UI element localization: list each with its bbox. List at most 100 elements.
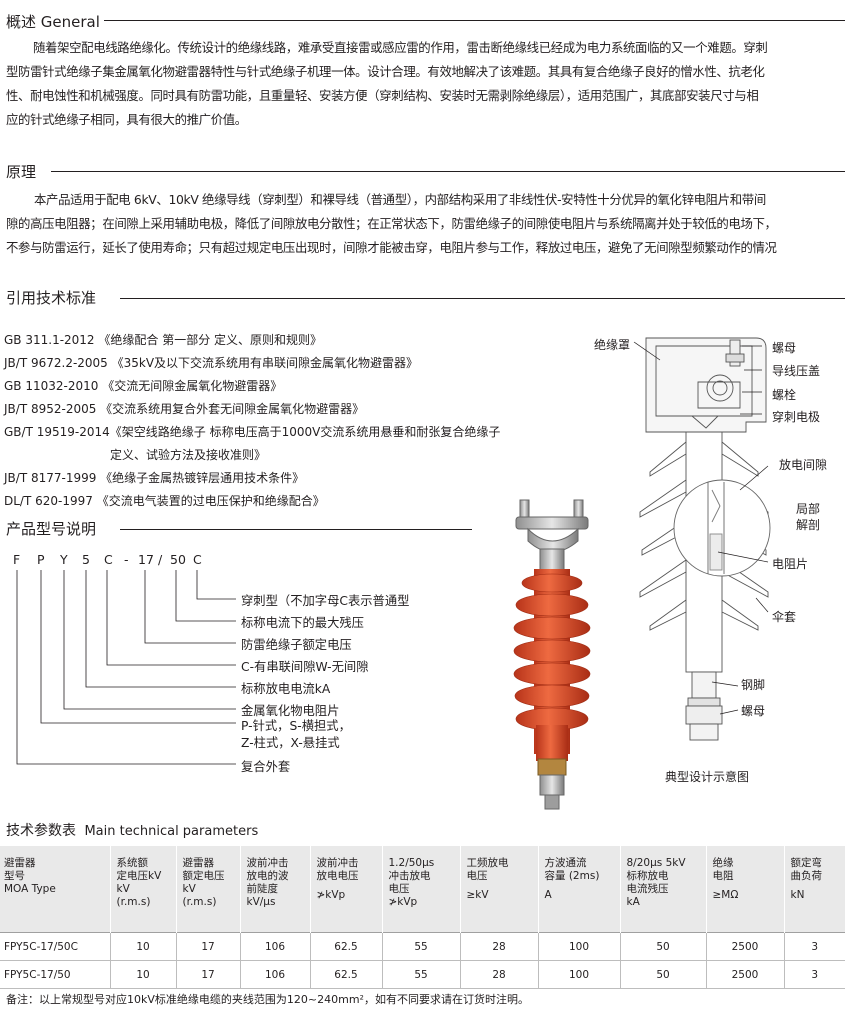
label-steel-foot: 钢脚 bbox=[741, 678, 766, 692]
table-cell: 2500 bbox=[705, 960, 784, 989]
table-cell: 28 bbox=[459, 960, 538, 989]
section-rule bbox=[104, 20, 845, 21]
code-letter-c2: C bbox=[193, 552, 202, 567]
code-letter-p: P bbox=[37, 552, 45, 567]
table-cell: 106 bbox=[239, 960, 310, 989]
label-insulating-cover: 绝缘罩 bbox=[594, 338, 631, 352]
label-bolt: 螺栓 bbox=[772, 388, 797, 402]
section-title-model: 产品型号说明 bbox=[6, 520, 97, 538]
table-cell: 3 bbox=[783, 960, 845, 989]
section-rule bbox=[120, 529, 472, 530]
model-code-connector-lines bbox=[16, 570, 236, 765]
code-label: 复合外套 bbox=[241, 760, 291, 774]
label-local-section: 解剖 bbox=[796, 518, 821, 532]
paragraph-line: 性、耐电蚀性和机械强度。同时具有防雷功能，且重量轻、安装方便（穿刺结构、安装时无… bbox=[6, 88, 759, 103]
table-row: FPY5C-17/50C 10 17 106 62.5 55 28 100 50… bbox=[0, 932, 845, 961]
code-label: P-针式，S-横担式， bbox=[241, 719, 351, 733]
paragraph-line: 型防雷针式绝缘子集金属氧化物避雷器特性与针式绝缘子机理一体。设计合理。有效地解决… bbox=[6, 64, 765, 79]
table-cell: 3 bbox=[783, 932, 845, 961]
standard-item: JB/T 9672.2-2005 《35kV及以下交流系统用有串联间隙金属氧化物… bbox=[4, 356, 419, 370]
section-title-principle: 原理 bbox=[6, 163, 37, 181]
section-title-standards: 引用技术标准 bbox=[6, 289, 97, 307]
section-title-general: 概述 General bbox=[6, 13, 100, 31]
code-label: 标称放电电流kA bbox=[241, 682, 331, 696]
standard-item: JB/T 8952-2005 《交流系统用复合外套无间隙金属氧化物避雷器》 bbox=[4, 402, 365, 416]
paragraph-line: 不参与防雷运行，延长了使用寿命；只有超过规定电压出现时，间隙才能被击穿，电阻片参… bbox=[6, 240, 777, 255]
params-title-cn: 技术参数表 bbox=[6, 823, 76, 839]
label-piercing-electrode: 穿刺电极 bbox=[772, 410, 821, 424]
table-cell: FPY5C-17/50 bbox=[0, 960, 110, 989]
table-header-cell: 绝缘电阻≥MΩ bbox=[705, 846, 784, 933]
table-cell: 62.5 bbox=[309, 932, 382, 961]
standard-item: 定义、试验方法及接收准则》 bbox=[110, 448, 267, 462]
code-label: 防雷绝缘子额定电压 bbox=[241, 638, 352, 652]
table-cell: 55 bbox=[381, 932, 460, 961]
standard-item: GB 11032-2010 《交流无间隙金属氧化物避雷器》 bbox=[4, 379, 283, 393]
table-cell: 2500 bbox=[705, 932, 784, 961]
insulator-photo bbox=[513, 499, 591, 810]
section-rule bbox=[120, 298, 845, 299]
diagram-caption: 典型设计示意图 bbox=[665, 770, 750, 784]
table-cell: 62.5 bbox=[309, 960, 382, 989]
code-17: 17 bbox=[138, 552, 154, 567]
label-umbrella-skirt: 伞套 bbox=[772, 610, 797, 624]
paragraph-line: 隙的高压电阻器；在间隙上采用辅助电极，降低了间隙放电分散性；在正常状态下，防雷绝… bbox=[6, 216, 777, 231]
table-cell: 106 bbox=[239, 932, 310, 961]
paragraph-line: 随着架空配电线路绝缘化。传统设计的绝缘线路，难承受直接雷或感应雷的作用，雷击断绝… bbox=[33, 40, 768, 55]
table-cell: 17 bbox=[175, 960, 240, 989]
code-dash: - bbox=[124, 552, 129, 567]
table-header-cell: 工频放电电压≥kV bbox=[459, 846, 538, 933]
table-cell: 100 bbox=[537, 960, 620, 989]
table-cell: 17 bbox=[175, 932, 240, 961]
standard-item: GB 311.1-2012 《绝缘配合 第一部分 定义、原则和规则》 bbox=[4, 333, 323, 347]
table-note: 备注：以上常规型号对应10kV标准绝缘电缆的夹线范围为120~240mm²，如有… bbox=[6, 993, 529, 1006]
label-clamp-cover: 导线压盖 bbox=[772, 364, 821, 378]
table-cell: 28 bbox=[459, 932, 538, 961]
section-rule bbox=[51, 171, 845, 172]
table-cell: 50 bbox=[619, 960, 706, 989]
code-letter-f: F bbox=[13, 552, 21, 567]
label-nut-top: 螺母 bbox=[772, 341, 797, 355]
label-discharge-gap: 放电间隙 bbox=[779, 458, 828, 472]
label-resistor: 电阻片 bbox=[772, 557, 809, 571]
code-50: 50 bbox=[170, 552, 186, 567]
code-slash: / bbox=[158, 552, 163, 567]
code-label: 标称电流下的最大残压 bbox=[241, 616, 364, 630]
code-label: Z-柱式，X-悬挂式 bbox=[241, 736, 340, 750]
paragraph-line: 应的针式绝缘子相同，具有很大的推广价值。 bbox=[6, 112, 247, 127]
code-label: C-有串联间隙W-无间隙 bbox=[241, 660, 369, 674]
principle-paragraph: 本产品适用于配电 6kV、10kV 绝缘导线（穿刺型）和裸导线（普通型），内部结… bbox=[0, 188, 845, 260]
code-label: 金属氧化物电阻片 bbox=[241, 704, 340, 718]
code-letter-y: Y bbox=[60, 552, 68, 567]
standard-item: JB/T 8177-1999 《绝缘子金属热镀锌层通用技术条件》 bbox=[4, 471, 305, 485]
table-cell: 100 bbox=[537, 932, 620, 961]
table-row: FPY5C-17/50 10 17 106 62.5 55 28 100 50 … bbox=[0, 960, 845, 989]
table-cell: 10 bbox=[109, 932, 176, 961]
code-label: 穿刺型（不加字母C表示普通型 bbox=[241, 594, 410, 608]
table-header-cell: 波前冲击放电电压≯kVp bbox=[309, 846, 382, 933]
label-nut-bottom: 螺母 bbox=[741, 704, 766, 718]
table-cell: 55 bbox=[381, 960, 460, 989]
table-cell: 50 bbox=[619, 932, 706, 961]
design-schematic bbox=[633, 337, 771, 741]
code-letter-5: 5 bbox=[82, 552, 90, 567]
table-header-cell: 方波通流容量 (2ms)A bbox=[537, 846, 620, 933]
code-letter-c: C bbox=[104, 552, 113, 567]
standard-item: DL/T 620-1997 《交流电气装置的过电压保护和绝缘配合》 bbox=[4, 494, 325, 508]
table-cell: FPY5C-17/50C bbox=[0, 932, 110, 961]
paragraph-line: 本产品适用于配电 6kV、10kV 绝缘导线（穿刺型）和裸导线（普通型），内部结… bbox=[34, 192, 766, 207]
label-local-section: 局部 bbox=[796, 502, 821, 516]
section-title-params: 技术参数表 Main technical parameters bbox=[6, 820, 258, 840]
table-cell: 10 bbox=[109, 960, 176, 989]
params-title-en: Main technical parameters bbox=[84, 824, 259, 839]
standard-item: GB/T 19519-2014《架空线路绝缘子 标称电压高于1000V交流系统用… bbox=[4, 425, 501, 439]
